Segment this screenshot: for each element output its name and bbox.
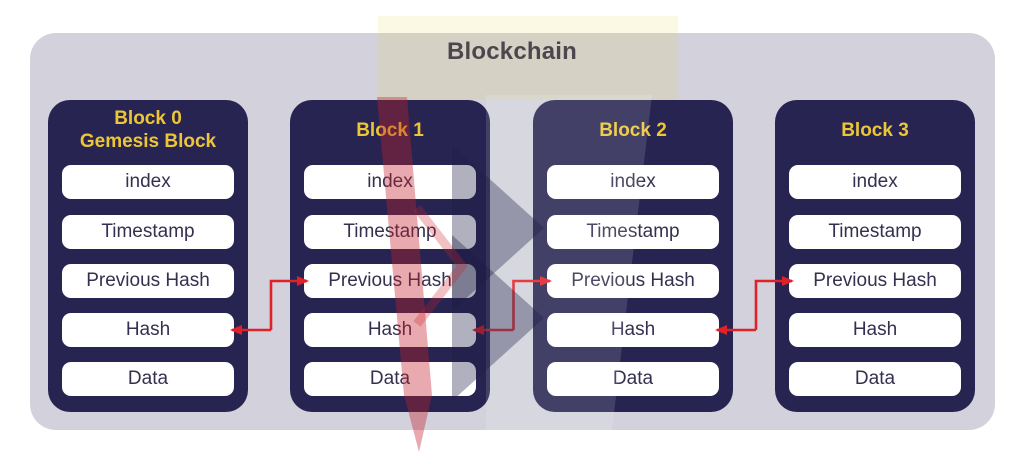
block-0-previous-hash: Previous Hash	[62, 264, 234, 298]
block-0-title-line1: Block 0	[114, 108, 182, 129]
block-1-data: Data	[304, 362, 476, 396]
diagram-title: Blockchain	[446, 38, 578, 65]
block-3-data: Data	[789, 362, 961, 396]
block-0-card: Block 0 Gemesis Block index Timestamp Pr…	[48, 100, 248, 412]
block-2-data: Data	[547, 362, 719, 396]
block-3-title: Block 3	[775, 100, 975, 160]
block-3-previous-hash: Previous Hash	[789, 264, 961, 298]
block-3-timestamp: Timestamp	[789, 215, 961, 249]
block-2-hash: Hash	[547, 313, 719, 347]
block-2-timestamp: Timestamp	[547, 215, 719, 249]
block-1-card: Block 1 index Timestamp Previous Hash Ha…	[290, 100, 490, 412]
block-1-hash: Hash	[304, 313, 476, 347]
block-3-title-line1: Block 3	[841, 119, 909, 141]
block-2-card: Block 2 index Timestamp Previous Hash Ha…	[533, 100, 733, 412]
block-2-title-line1: Block 2	[599, 119, 667, 141]
block-0-timestamp: Timestamp	[62, 215, 234, 249]
block-3-hash: Hash	[789, 313, 961, 347]
block-3-index: index	[789, 165, 961, 199]
block-1-timestamp: Timestamp	[304, 215, 476, 249]
block-2-previous-hash: Previous Hash	[547, 264, 719, 298]
block-2-index: index	[547, 165, 719, 199]
block-0-index: index	[62, 165, 234, 199]
block-1-previous-hash: Previous Hash	[304, 264, 476, 298]
block-0-title: Block 0 Gemesis Block	[48, 100, 248, 160]
block-1-index: index	[304, 165, 476, 199]
block-0-title-line2: Gemesis Block	[79, 131, 217, 152]
block-0-data: Data	[62, 362, 234, 396]
block-0-hash: Hash	[62, 313, 234, 347]
block-3-card: Block 3 index Timestamp Previous Hash Ha…	[775, 100, 975, 412]
block-2-title: Block 2	[533, 100, 733, 160]
block-1-title-line1: Block 1	[356, 119, 424, 141]
block-1-title: Block 1	[290, 100, 490, 160]
